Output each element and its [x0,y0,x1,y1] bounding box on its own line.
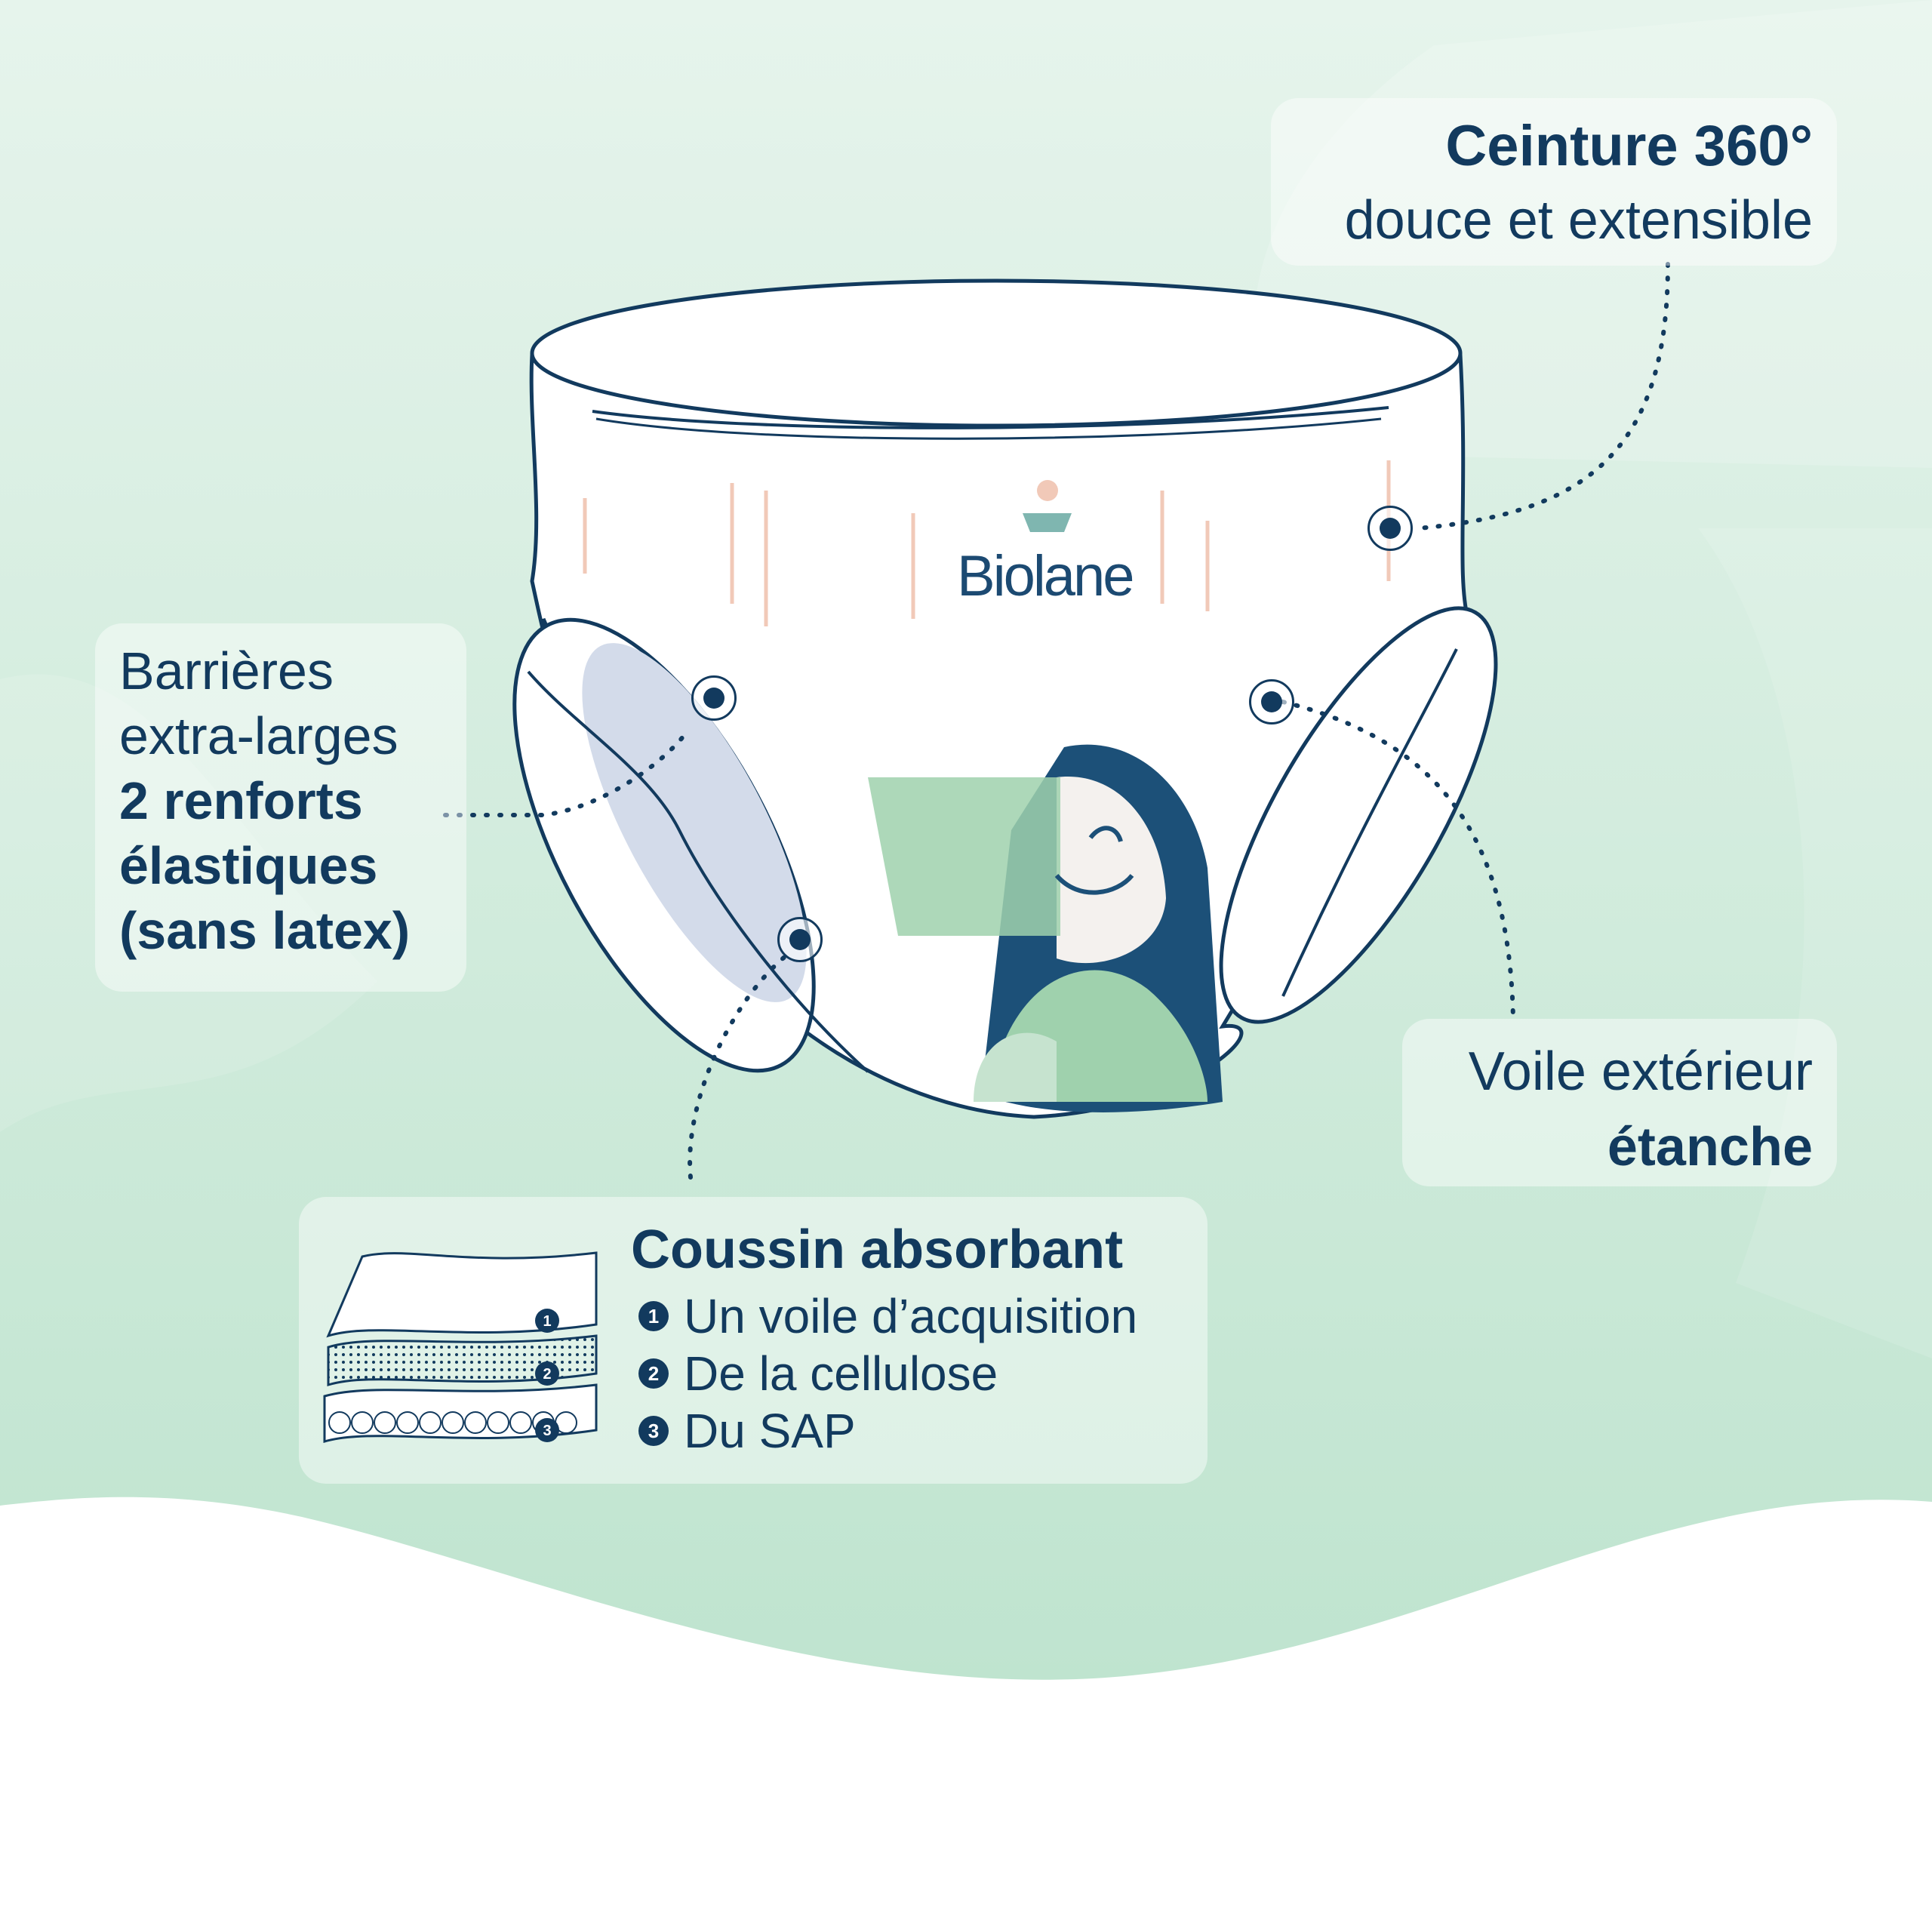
coussin-item: 1 Un voile d’acquisition [631,1287,1208,1345]
barrieres-line-5: (sans latex) [119,901,411,960]
barrieres-line-1: Barrières [119,641,334,700]
ceinture-title: Ceinture 360° [1445,114,1813,178]
number-1-badge: 1 [638,1301,669,1331]
barrieres-line-4: élastiques [119,836,378,895]
ceinture-subtitle: douce et extensible [1344,190,1813,251]
coussin-title: Coussin absorbant [631,1220,1124,1280]
layer-2-number: 2 [543,1366,551,1383]
coussin-item-label: Un voile d’acquisition [684,1289,1138,1343]
coussin-item-label: De la cellulose [684,1346,998,1401]
coussin-callout: Coussin absorbant 1 Un voile d’acquisiti… [299,1197,1208,1484]
coussin-item-label: Du SAP [684,1404,856,1458]
ceinture-marker [1367,506,1413,551]
barrieres-line-2: extra-larges [119,706,398,765]
barrieres-line-3: 2 renforts [119,771,363,830]
voile-marker [1249,679,1294,724]
voile-line-2: étanche [1607,1117,1813,1177]
number-2-badge: 2 [638,1358,669,1389]
voile-line-1: Voile extérieur [1468,1041,1813,1102]
voile-callout: Voile extérieur étanche [1402,1019,1837,1186]
brand-logo-text: Biolane [957,544,1135,608]
coussin-item: 3 Du SAP [631,1402,1208,1460]
number-3-badge: 3 [638,1416,669,1446]
absorbent-layers-icon: 1 2 3 [323,1251,598,1443]
coussin-marker [777,917,823,962]
layer-3-number: 3 [543,1423,551,1439]
barrieres-callout: Barrières extra-larges 2 renforts élasti… [95,623,466,992]
ceinture-callout: Ceinture 360° douce et extensible [1271,98,1837,266]
barrieres-marker [691,675,737,721]
layer-1-number: 1 [543,1313,551,1330]
coussin-item: 2 De la cellulose [631,1345,1208,1402]
